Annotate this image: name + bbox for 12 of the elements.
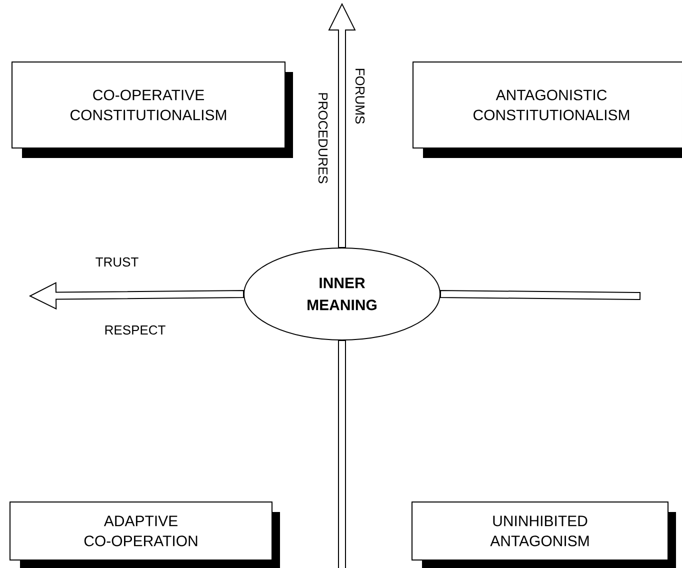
arrow — [328, 2, 356, 248]
arrow-label: TRUST — [96, 257, 138, 267]
arrow-label: FORUMS — [355, 68, 365, 124]
arrow — [28, 282, 244, 310]
shadowed-box: UNINHIBITED ANTAGONISM — [412, 502, 676, 568]
arrow-label: RESPECT — [105, 325, 166, 335]
arrow — [440, 290, 641, 300]
shadowed-box: ADAPTIVE CO-OPERATION — [10, 502, 280, 568]
shadowed-box: CO-OPERATIVE CONSTITUTIONALISM — [12, 62, 293, 158]
arrow-label: PROCEDURES — [318, 93, 328, 184]
shadowed-box: ANTAGONISTIC CONSTITUTIONALISM — [412, 62, 682, 158]
arrow — [338, 340, 346, 568]
